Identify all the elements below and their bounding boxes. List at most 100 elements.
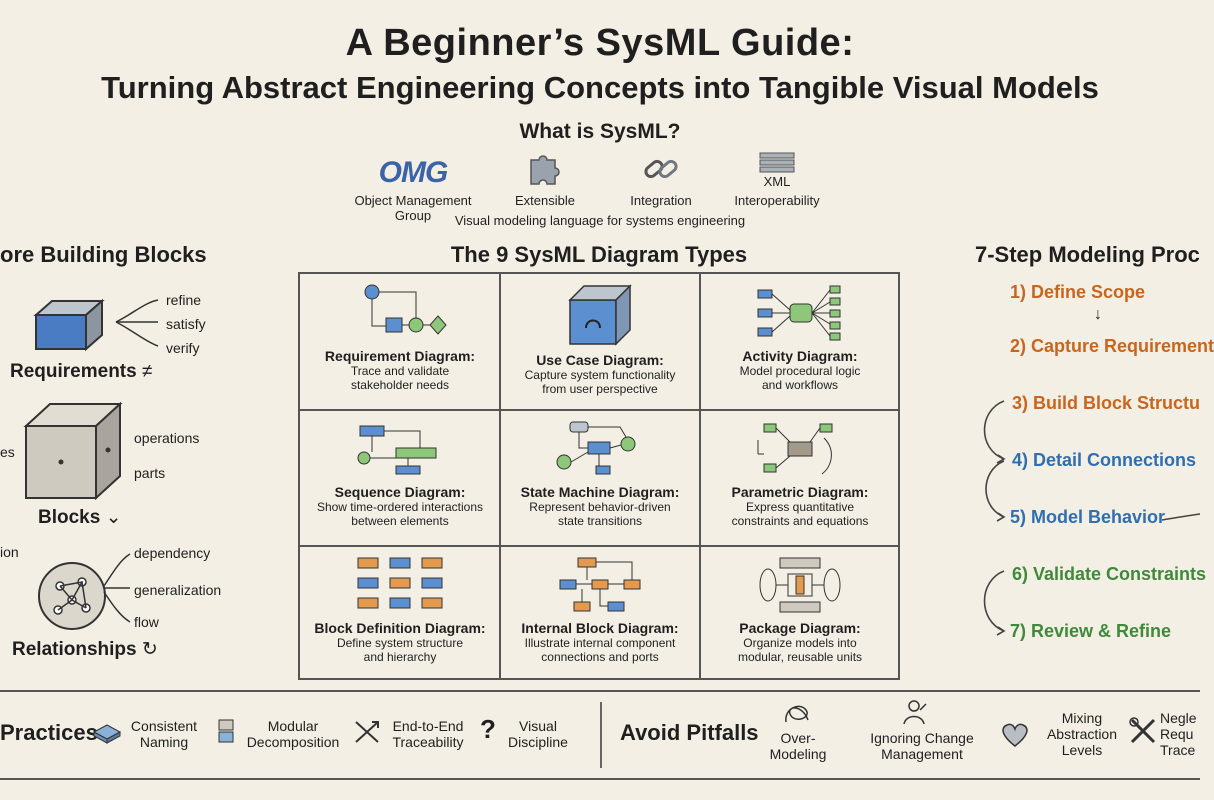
- cell-desc: connections and ports: [541, 650, 659, 664]
- step-4: 4) Detail Connections: [1012, 450, 1197, 470]
- modules-icon: [216, 718, 238, 749]
- feature-omg: OMG Object Management Group: [338, 150, 488, 223]
- cell-title: Package Diagram:: [739, 620, 861, 636]
- arrow-label-verify: verify: [166, 340, 200, 356]
- cell-title: Requirement Diagram:: [324, 348, 476, 364]
- cell-sequence-diagram: Sequence Diagram: Show time-ordered inte…: [300, 410, 500, 546]
- trace-cross-icon: [352, 718, 382, 751]
- use-case-diagram-icon: [568, 284, 632, 346]
- cell-desc: Express quantitative: [745, 500, 855, 514]
- cell-requirement-diagram: Requirement Diagram: Trace and validate …: [300, 274, 500, 410]
- heart-icon: [1000, 722, 1030, 753]
- cell-title: Sequence Diagram:: [334, 484, 466, 500]
- pitfall-over-modeling: Over-Modeling: [769, 730, 827, 762]
- cell-desc: modular, reusable units: [737, 650, 863, 664]
- page-subtitle: Turning Abstract Engineering Concepts in…: [101, 70, 1099, 105]
- cell-desc: Define system structure: [336, 636, 464, 650]
- relationship-arrows: [103, 553, 131, 623]
- tangle-icon: [782, 700, 812, 733]
- cell-use-case-diagram: Use Case Diagram: Capture system functio…: [500, 274, 700, 410]
- person-icon: [900, 698, 928, 731]
- cell-desc: between elements: [351, 514, 449, 528]
- omg-logo: OMG: [378, 156, 449, 189]
- feature-label: Object Management Group: [354, 193, 472, 223]
- diagram-types-title: The 9 SysML Diagram Types: [450, 242, 748, 267]
- block-item-parts: parts: [134, 465, 166, 481]
- feature-extensible: Extensible: [470, 150, 620, 208]
- cell-desc: from user perspective: [542, 382, 658, 396]
- block-icon: [92, 722, 122, 749]
- block-definition-diagram-icon: [357, 557, 443, 609]
- internal-block-diagram-icon: [559, 557, 641, 612]
- question-mark-icon: ?: [480, 714, 496, 744]
- cell-desc: Model procedural logic: [739, 364, 861, 378]
- relationships-left-text: ion: [0, 544, 19, 560]
- cell-desc: and workflows: [761, 378, 839, 392]
- step-6: 6) Validate Constraints: [1012, 564, 1207, 584]
- cell-desc: and hierarchy: [363, 650, 437, 664]
- feature-label: Interoperability: [734, 193, 820, 208]
- parametric-diagram-icon: [757, 423, 833, 475]
- page-title: A Beginner’s SysML Guide:: [345, 22, 855, 64]
- loop-back-arrow: [1161, 513, 1201, 521]
- arrow-label-flow: flow: [134, 614, 159, 630]
- footer-divider: [600, 702, 602, 768]
- package-diagram-icon: [759, 557, 841, 613]
- xml-stack-icon: XML: [702, 150, 852, 190]
- cell-desc: Capture system functionality: [524, 368, 676, 382]
- requirement-diagram-icon: [364, 284, 447, 335]
- blocks-label: Blocks ⌄: [38, 507, 122, 528]
- feature-integration: Integration: [586, 150, 736, 208]
- requirements-label: Requirements ≠: [10, 361, 153, 382]
- cell-desc: Trace and validate: [350, 364, 450, 378]
- activity-diagram-icon: [757, 285, 841, 341]
- practices-title: Practices: [0, 720, 98, 745]
- feature-label: Extensible: [515, 193, 575, 208]
- cell-title: Activity Diagram:: [742, 348, 858, 364]
- step-3: 3) Build Block Structu: [1012, 393, 1201, 413]
- sequence-diagram-icon: [357, 425, 437, 475]
- block-item-operations: operations: [134, 430, 200, 446]
- feature-label: Integration: [630, 193, 692, 208]
- cell-package-diagram: Package Diagram: Organize models into mo…: [700, 546, 900, 682]
- arrow-label-dependency: dependency: [134, 545, 211, 561]
- arrow-label-generalization: generalization: [134, 582, 222, 598]
- state-machine-diagram-icon: [556, 421, 636, 475]
- modeling-process-title: 7-Step Modeling Proc: [975, 242, 1200, 267]
- cell-desc: constraints and equations: [731, 514, 869, 528]
- arrow-label-satisfy: satisfy: [166, 316, 206, 332]
- relationships-label: Relationships ↻: [12, 639, 158, 660]
- not-equal-icon: ≠: [141, 361, 153, 382]
- tools-icon: [1128, 716, 1158, 751]
- step-2: 2) Capture Requirement: [1010, 336, 1214, 356]
- pitfalls-title: Avoid Pitfalls: [620, 720, 759, 745]
- arrow-label-refine: refine: [166, 292, 202, 308]
- step-1: 1) Define Scope: [1010, 282, 1146, 302]
- what-is-heading: What is SysML?: [519, 120, 681, 143]
- cell-desc: Organize models into: [743, 636, 857, 650]
- feature-interoperability: XML Interoperability: [702, 150, 852, 208]
- cell-title: Block Definition Diagram:: [314, 620, 486, 636]
- cell-block-definition-diagram: Block Definition Diagram: Define system …: [300, 546, 500, 682]
- step-7: 7) Review & Refine: [1010, 621, 1172, 641]
- cell-state-machine-diagram: State Machine Diagram: Represent behavio…: [500, 410, 700, 546]
- cell-desc: Represent behavior-driven: [529, 500, 671, 514]
- cell-desc: Illustrate internal component: [524, 636, 676, 650]
- step-5: 5) Model Behavior: [1010, 507, 1166, 527]
- cell-title: State Machine Diagram:: [520, 484, 680, 500]
- double-chevron-icon: ⌄: [105, 507, 122, 528]
- chain-link-icon: [586, 150, 736, 190]
- sysml-description: Visual modeling language for systems eng…: [454, 213, 746, 228]
- cell-desc: Show time-ordered interactions: [316, 500, 484, 514]
- cell-activity-diagram: Activity Diagram: Model procedural logic…: [700, 274, 900, 410]
- cell-desc: state transitions: [557, 514, 643, 528]
- requirements-cube-icon: [30, 295, 110, 360]
